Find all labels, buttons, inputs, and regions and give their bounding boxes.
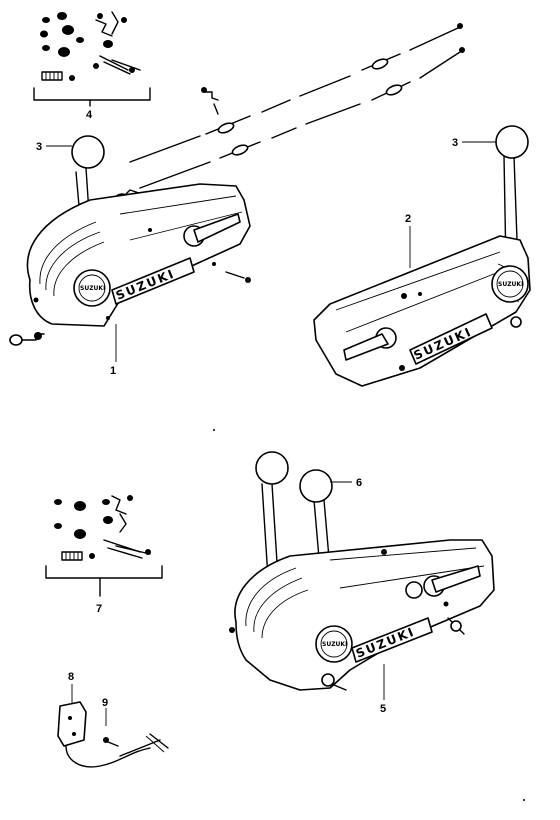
neutral-switch-8 (57, 684, 169, 768)
callout-8: 8 (68, 671, 74, 683)
knob-brand-5: SUZUKI (322, 641, 347, 648)
dual-remote-control-box-5: SUZUKI SUZUKI (229, 451, 495, 700)
callout-9: 9 (102, 697, 108, 709)
knob-brand-1: SUZUKI (80, 285, 105, 292)
knob-brand-2: SUZUKI (498, 281, 523, 288)
callout-3-left: 3 (36, 141, 42, 153)
callout-6: 6 (356, 477, 362, 489)
control-cables (115, 23, 465, 203)
callout-4: 4 (86, 109, 93, 121)
callout-1: 1 (110, 365, 116, 377)
remote-control-box-1: SUZUKI SUZUKI (9, 135, 251, 362)
remote-control-box-2: SUZUKI SUZUKI (313, 125, 531, 387)
screw-9 (103, 708, 119, 747)
callout-5: 5 (380, 703, 386, 715)
hardware-kit-7 (45, 495, 163, 597)
callout-7: 7 (96, 603, 102, 615)
hardware-kit-4 (33, 11, 151, 107)
callout-2: 2 (405, 213, 411, 225)
callout-3-right: 3 (452, 137, 458, 149)
